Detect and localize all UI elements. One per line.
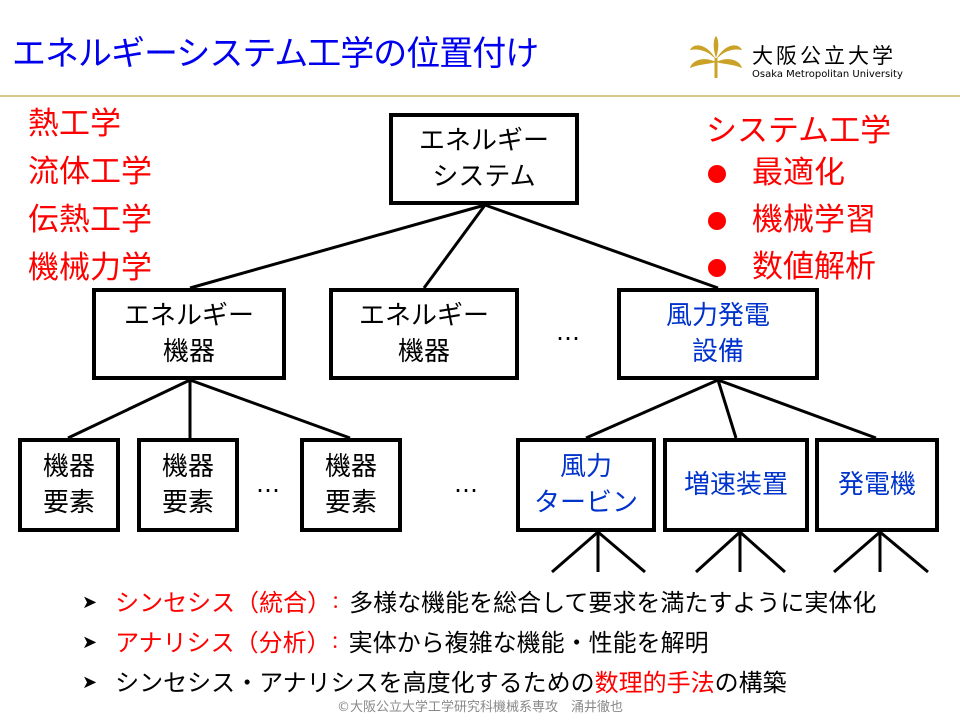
node-energy-device: エネルギー 機器	[329, 288, 519, 380]
node-device-element: 機器 要素	[18, 438, 120, 532]
subedge	[551, 530, 599, 574]
logo-name: 大阪公立大学	[752, 44, 896, 68]
edge-root-to-windplant	[484, 203, 719, 290]
bullet-dot-icon	[708, 258, 726, 277]
bullet-separator: ：	[331, 592, 350, 613]
arrow-bullet-icon: ➤	[82, 672, 98, 693]
node-label: エネルギー 機器	[123, 301, 254, 367]
node-label: 機器 要素	[161, 452, 214, 518]
node-device-element: 機器 要素	[300, 438, 402, 532]
bullet-description: 多様な機能を総合して要求を満たすように実体化	[349, 589, 877, 617]
node-label: 風力発電 設備	[665, 301, 770, 367]
field-item: 熱工学	[28, 106, 121, 142]
node-label: 風力 タービン	[533, 452, 638, 518]
ellipsis: …	[556, 318, 581, 346]
bullet-dot-icon	[708, 211, 726, 230]
field-item: 伝熱工学	[28, 202, 152, 238]
title-divider	[0, 95, 960, 97]
edge-root-to-device1	[189, 203, 486, 290]
bullet-analysis: ➤ アナリシス（分析） ： 実体から複雑な機能・性能を解明	[82, 623, 876, 663]
bullet-synthesis: ➤ シンセシス（統合） ： 多様な機能を総合して要求を満たすように実体化	[82, 583, 876, 623]
systems-engineering-title: システム工学	[706, 113, 892, 149]
bullet-mathematical-methods: ➤ シンセシス・アナリシスを高度化するための 数理的手法 の構築	[82, 663, 876, 703]
method-item: 最適化	[706, 150, 876, 197]
node-label: 機器 要素	[42, 452, 95, 518]
engineering-fields-list: 熱工学 流体工学 伝熱工学 機械力学	[28, 100, 152, 292]
node-label: エネルギー システム	[418, 126, 549, 192]
subedge	[694, 530, 742, 574]
bullet-separator: ：	[330, 632, 349, 653]
node-energy-system: エネルギー システム	[389, 113, 579, 205]
edge-device1-to-element3	[189, 378, 351, 440]
page-title: エネルギーシステム工学の位置付け	[12, 34, 539, 74]
node-label: 機器 要素	[324, 452, 377, 518]
bullet-dot-icon	[708, 164, 726, 183]
method-label: 最適化	[752, 155, 845, 191]
subedge	[597, 530, 646, 574]
ginkgo-leaf-icon	[690, 36, 742, 78]
node-label: エネルギー 機器	[358, 301, 489, 367]
university-logo: 大阪公立大学 Osaka Metropolitan University	[686, 36, 916, 86]
edge-root-to-device2	[422, 204, 487, 289]
subedge	[833, 530, 881, 574]
bullet-suffix: の構築	[714, 669, 787, 697]
edge-windplant-to-gearbox	[716, 379, 738, 439]
method-label: 機械学習	[752, 202, 876, 238]
bullet-prefix: シンセシス・アナリシスを高度化するための	[115, 669, 595, 697]
field-item: 流体工学	[28, 154, 152, 190]
edge-windplant-to-generator	[717, 378, 877, 440]
node-generator: 発電機	[815, 438, 939, 532]
logo-subtitle: Osaka Metropolitan University	[752, 69, 903, 80]
bullet-description: 実体から複雑な機能・性能を解明	[348, 629, 709, 657]
node-wind-power-plant: 風力発電 設備	[617, 288, 819, 380]
method-label: 数値解析	[752, 249, 876, 285]
bullet-term: アナリシス（分析）	[115, 629, 331, 657]
edge-windplant-to-turbine	[585, 378, 719, 440]
method-item: 機械学習	[706, 197, 876, 244]
ellipsis: …	[454, 470, 479, 498]
field-item: 機械力学	[28, 250, 152, 286]
node-energy-device: エネルギー 機器	[92, 288, 286, 380]
node-wind-turbine: 風力 タービン	[516, 438, 656, 532]
node-gearbox: 増速装置	[663, 438, 809, 532]
footer-copyright: ©大阪公立大学工学研究科機械系専攻 涌井徹也	[336, 700, 623, 715]
edge-device1-to-element1	[67, 378, 191, 440]
arrow-bullet-icon: ➤	[82, 592, 98, 613]
subedge	[739, 530, 786, 574]
subedge	[879, 530, 929, 574]
systems-engineering-list: 最適化 機械学習 数値解析	[706, 150, 876, 291]
node-device-element: 機器 要素	[137, 438, 239, 532]
node-label: 増速装置	[683, 470, 788, 500]
arrow-bullet-icon: ➤	[82, 632, 98, 653]
bullet-term: シンセシス（統合）	[115, 589, 332, 617]
summary-bullets: ➤ シンセシス（統合） ： 多様な機能を総合して要求を満たすように実体化 ➤ ア…	[82, 583, 876, 703]
ellipsis: …	[256, 470, 281, 498]
bullet-highlight: 数理的手法	[594, 669, 715, 697]
method-item: 数値解析	[706, 244, 876, 291]
node-label: 発電機	[837, 470, 916, 500]
